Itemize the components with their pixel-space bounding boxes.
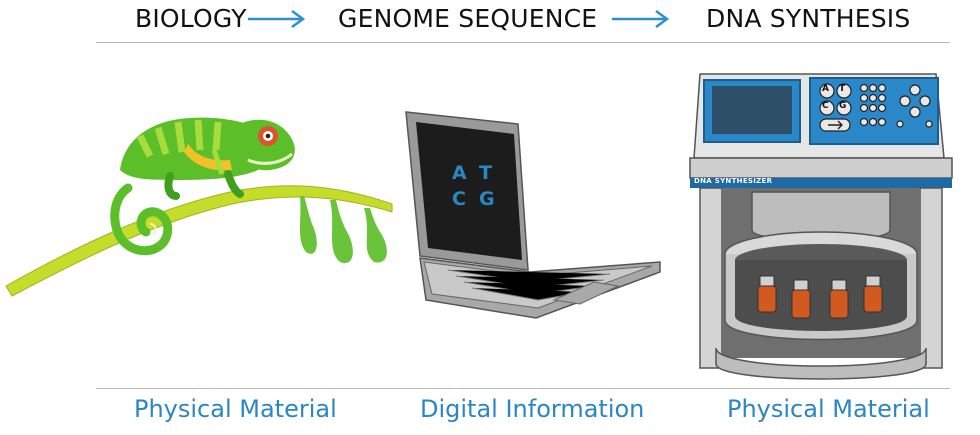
laptop-illustration <box>405 111 661 319</box>
step-dna-synthesis: DNA SYNTHESIS <box>706 4 911 33</box>
keypad-letter-c: C <box>822 101 829 111</box>
keypad-letter-a: A <box>822 84 829 94</box>
screen-letter-a: A <box>452 162 467 184</box>
caption-digital-information: Digital Information <box>420 395 645 423</box>
bottom-divider <box>96 388 950 389</box>
screen-letter-c: C <box>452 188 466 210</box>
arrow-right-icon <box>248 9 306 29</box>
caption-physical-material-right: Physical Material <box>727 395 930 423</box>
synthesizer-panel-label: DNA SYNTHESIZER <box>694 177 773 185</box>
keypad-letter-t: T <box>839 84 846 94</box>
caption-physical-material-left: Physical Material <box>134 395 337 423</box>
step-genome-sequence: GENOME SEQUENCE <box>338 4 598 33</box>
top-divider <box>96 42 950 43</box>
step-biology: BIOLOGY <box>135 4 247 33</box>
keypad-letter-g: G <box>839 101 847 111</box>
arrow-right-icon <box>612 9 670 29</box>
screen-letter-t: T <box>479 162 492 184</box>
screen-letter-g: G <box>479 188 495 210</box>
chameleon-illustration <box>5 117 393 297</box>
dna-synthesizer-illustration <box>689 73 953 380</box>
